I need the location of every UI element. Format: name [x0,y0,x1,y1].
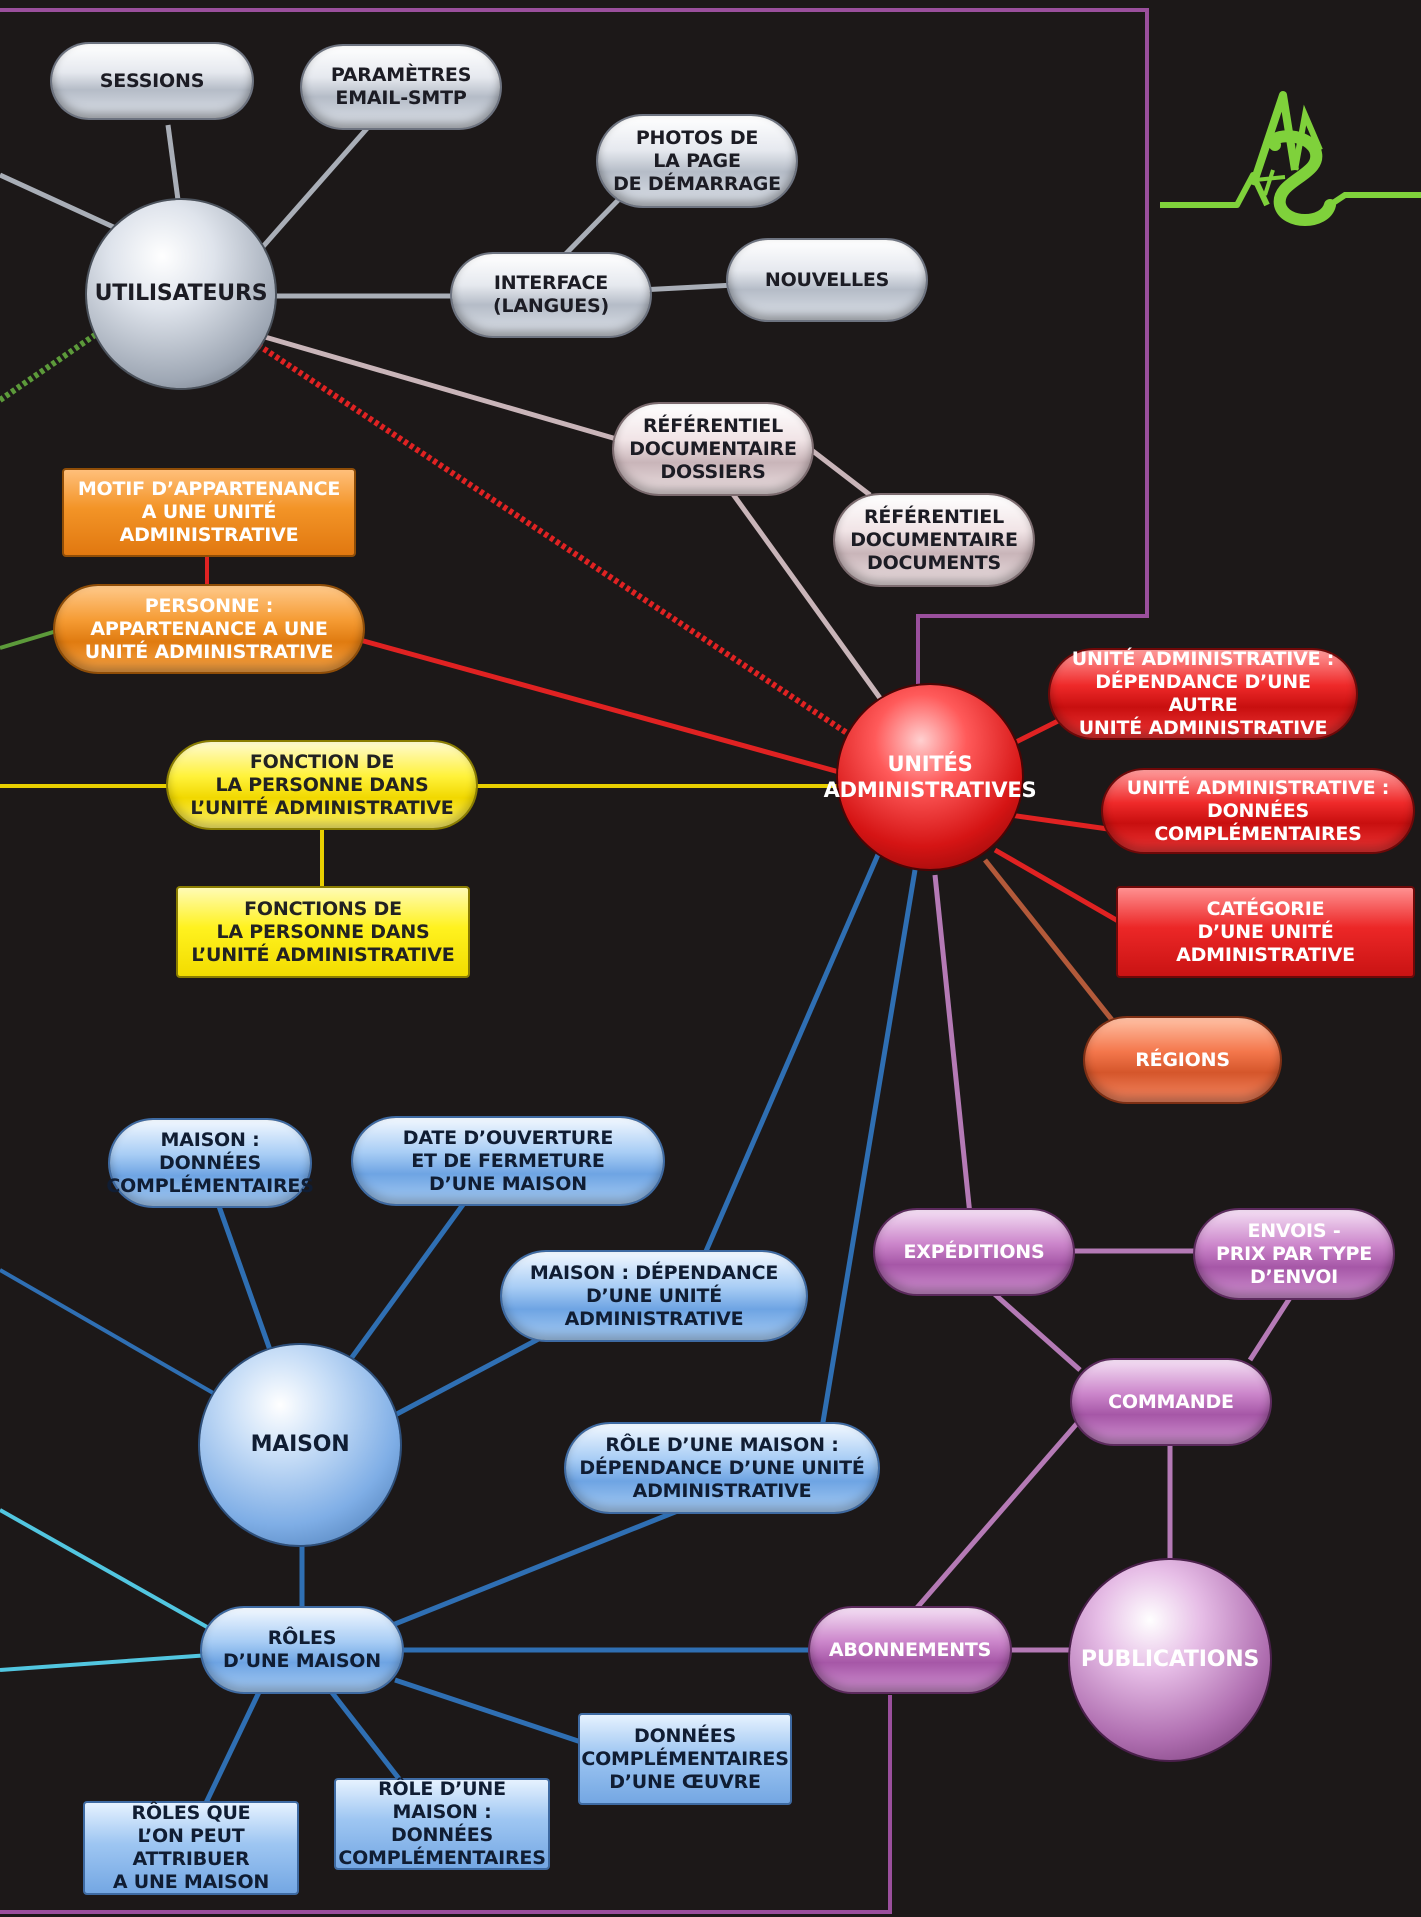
node-categorie-ua: CATÉGORIE D’UNE UNITÉ ADMINISTRATIVE [1118,888,1413,976]
node-label: PARAMÈTRES EMAIL-SMTP [330,64,472,109]
node-label: FONCTIONS DE LA PERSONNE DANS L’UNITÉ AD… [191,897,455,966]
node-label: RÔLES D’UNE MAISON [223,1627,381,1672]
node-label: FONCTION DE LA PERSONNE DANS L’UNITÉ ADM… [190,750,454,819]
link-personne-unites [359,637,851,778]
node-label: UNITÉ ADMINISTRATIVE : DÉPENDANCE D’UNE … [1071,648,1335,739]
node-label: MAISON [250,1432,350,1457]
node-parametres-email: PARAMÈTRES EMAIL-SMTP [302,46,500,128]
node-label: EXPÉDITIONS [903,1240,1045,1263]
node-abonnements: ABONNEMENTS [810,1608,1010,1692]
node-label: PERSONNE : APPARTENANCE A UNE UNITÉ ADMI… [84,594,334,663]
node-expeditions: EXPÉDITIONS [875,1210,1073,1294]
node-role-maison-donnees: RÔLE D’UNE MAISON : DONNÉES COMPLÉMENTAI… [336,1778,548,1869]
node-personne-appartenance: PERSONNE : APPARTENANCE A UNE UNITÉ ADMI… [55,586,363,672]
link-expeditions-commande [988,1288,1082,1372]
node-ua-donnees: UNITÉ ADMINISTRATIVE : DONNÉES COMPLÉMEN… [1103,770,1413,852]
node-maison: MAISON [200,1345,400,1545]
node-label: INTERFACE (LANGUES) [493,272,609,317]
link-unites-expeditions [932,874,973,1216]
node-commande: COMMANDE [1072,1360,1270,1444]
node-date-ouverture: DATE D’OUVERTURE ET DE FERMETURE D’UNE M… [353,1118,663,1204]
node-ref-documents: RÉFÉRENTIEL DOCUMENTAIRE DOCUMENTS [835,495,1033,585]
node-label: UTILISATEURS [94,281,268,306]
node-ua-dependance: UNITÉ ADMINISTRATIVE : DÉPENDANCE D’UNE … [1050,648,1356,739]
node-photos-page: PHOTOS DE LA PAGE DE DÉMARRAGE [598,116,796,206]
link-role-dependance-unites [817,869,918,1441]
node-unites-administratives: UNITÉS ADMINISTRATIVES [824,685,1037,869]
node-label: UNITÉ ADMINISTRATIVE : DONNÉES COMPLÉMEN… [1126,776,1390,845]
link-roles-role-dependance [379,1507,681,1633]
node-ref-dossiers: RÉFÉRENTIEL DOCUMENTAIRE DOSSIERS [614,404,812,494]
node-roles-attribuer: RÔLES QUE L’ON PEUT ATTRIBUER A UNE MAIS… [85,1802,297,1893]
node-motif-appartenance: MOTIF D’APPARTENANCE A UNE UNITÉ ADMINIS… [64,470,354,555]
node-maison-dependance: MAISON : DÉPENDANCE D’UNE UNITÉ ADMINIST… [502,1252,806,1340]
node-label: RÔLE D’UNE MAISON : DONNÉES COMPLÉMENTAI… [338,1778,546,1869]
link-roles-oeuvre [394,1677,591,1748]
link-date-ouverture [347,1193,473,1362]
link-dependance-unites [697,849,883,1266]
link-commande-abonnements [913,1418,1082,1612]
node-label: RÉFÉRENTIEL DOCUMENTAIRE DOSSIERS [629,414,797,483]
link-ua-donnees [1009,812,1116,833]
node-regions: RÉGIONS [1085,1018,1280,1102]
node-label: DATE D’OUVERTURE ET DE FERMETURE D’UNE M… [402,1126,614,1195]
node-label: PUBLICATIONS [1080,1647,1260,1672]
node-fonctions-personne: FONCTIONS DE LA PERSONNE DANS L’UNITÉ AD… [178,888,468,976]
node-label: MOTIF D’APPARTENANCE A UNE UNITÉ ADMINIS… [77,478,341,546]
node-envois-prix: ENVOIS - PRIX PAR TYPE D’ENVOI [1195,1210,1393,1298]
node-roles-maison: RÔLES D’UNE MAISON [202,1608,402,1692]
node-donnees-oeuvre: DONNÉES COMPLÉMENTAIRES D’UNE ŒUVRE [580,1715,790,1803]
node-label: UNITÉS ADMINISTRATIVES [823,752,1037,802]
link-regions [983,858,1122,1032]
link-cyan-offscreen [0,1508,231,1642]
link-ref-dossiers [257,332,621,443]
link-maison-dependance [393,1322,567,1418]
link-green-offscreen [0,332,97,403]
logo-icon [1160,91,1421,226]
node-label: COMMANDE [1108,1390,1234,1413]
node-maison-donnees: MAISON : DONNÉES COMPLÉMENTAIRES [106,1120,314,1206]
node-sessions: SESSIONS [52,44,252,118]
link-dossiers-unites [727,488,888,707]
link-utilisateurs-offscreen [0,172,122,233]
link-ref-documents [803,443,872,497]
node-label: DONNÉES COMPLÉMENTAIRES D’UNE ŒUVRE [581,1724,789,1793]
node-label: RÉFÉRENTIEL DOCUMENTAIRE DOCUMENTS [850,505,1018,574]
link-maison-donnees [212,1194,273,1351]
link-roles-attribuer [202,1688,263,1807]
node-label: MAISON : DÉPENDANCE D’UNE UNITÉ ADMINIST… [529,1261,779,1330]
node-label: PHOTOS DE LA PAGE DE DÉMARRAGE [613,126,781,195]
link-roles-donnees [328,1688,402,1782]
node-interface: INTERFACE (LANGUES) [452,254,650,336]
link-roles-offscreen [0,1653,211,1672]
link-parametres [258,123,372,252]
node-utilisateurs: UTILISATEURS [87,200,275,388]
node-label: RÔLES QUE L’ON PEUT ATTRIBUER A UNE MAIS… [112,1802,270,1893]
node-role-maison-dependance: RÔLE D’UNE MAISON : DÉPENDANCE D’UNE UNI… [566,1424,878,1512]
node-label: RÉGIONS [1135,1048,1230,1071]
link-categorie [993,847,1127,928]
node-publications: PUBLICATIONS [1070,1560,1270,1760]
node-label: NOUVELLES [764,268,890,291]
frame-line-bottom [0,1695,892,1914]
node-label: CATÉGORIE D’UNE UNITÉ ADMINISTRATIVE [1176,897,1355,966]
link-envois-commande [1247,1288,1298,1362]
node-label: ABONNEMENTS [828,1638,992,1661]
frame-line [0,8,1149,700]
link-utilisateurs-unites [256,342,852,738]
node-label: SESSIONS [99,69,205,92]
node-label: MAISON : DONNÉES COMPLÉMENTAIRES [106,1128,314,1197]
node-label: RÔLE D’UNE MAISON : DÉPENDANCE D’UNE UNI… [579,1433,865,1502]
node-label: ENVOIS - PRIX PAR TYPE D’ENVOI [1215,1219,1373,1288]
node-fonction-personne: FONCTION DE LA PERSONNE DANS L’UNITÉ ADM… [168,742,476,828]
node-nouvelles: NOUVELLES [728,240,926,320]
link-nouvelles [639,282,736,293]
link-personne-offscreen [0,628,61,650]
